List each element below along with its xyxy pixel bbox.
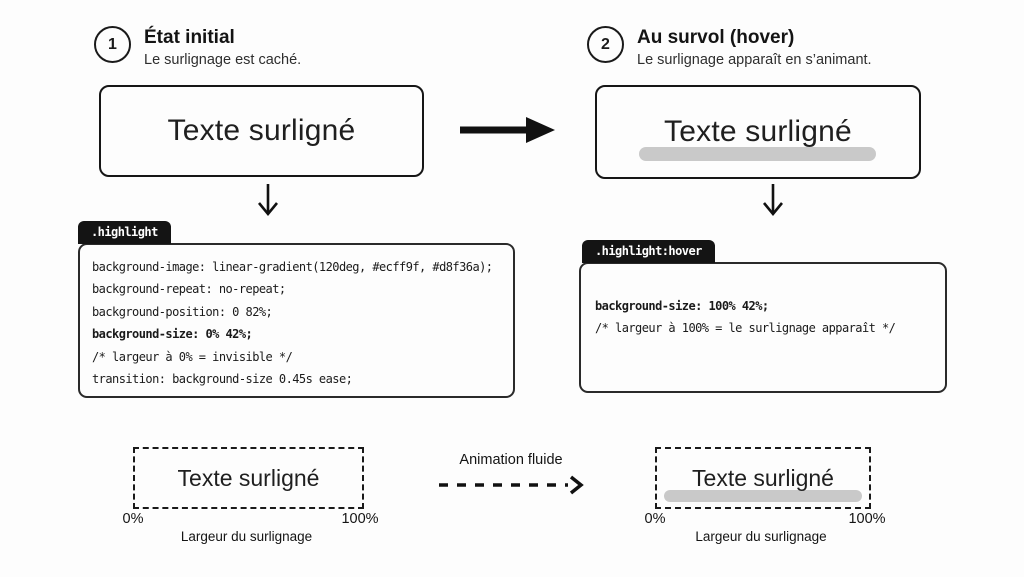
demo-text-initial: Texte surligné [167,114,356,147]
code-line: background-size: 0% 42%; [92,327,253,342]
code-line-comment: /* largeur à 100% = le surlignage appara… [595,321,896,336]
scale-caption: Largeur du surlignage [180,529,313,544]
step-2-number: 2 [601,35,610,53]
scale-box-start: Texte surligné [133,447,364,509]
step-1-texts: État initial Le surlignage est caché. [144,26,301,70]
step-1-header: 1 État initial Le surlignage est caché. [94,26,301,70]
step-1-number: 1 [108,35,117,53]
step-1-number-badge: 1 [94,26,131,63]
scale-max-label: 100% [341,511,379,527]
scale-box-end: Texte surligné [655,447,871,509]
arrow-down-icon [257,184,279,217]
step-1-subtitle: Le surlignage est caché. [144,52,302,68]
code-line: background-position: 0 82%; [92,304,273,319]
code-line: background-repeat: no-repeat; [92,282,286,297]
demo-box-initial: Texte surligné [99,85,424,177]
highlight-bar [639,147,876,161]
scale-text-end: Texte surligné [692,464,834,491]
step-2-title: Au survol (hover) [637,27,795,48]
arrow-down-icon [762,184,784,217]
code-body-highlight-hover: background-size: 100% 42%; /* largeur à … [579,262,947,393]
scale-min-label: 0% [644,511,666,527]
highlight-bar [664,490,862,502]
animation-label: Animation fluide [459,452,563,468]
demo-text-hover: Texte surligné [664,115,852,148]
code-tab-highlight: .highlight [78,221,171,244]
code-line: transition: background-size 0.45s ease; [92,372,353,387]
step-2-number-badge: 2 [587,26,624,63]
demo-box-hover: Texte surligné [595,85,921,179]
scale-caption: Largeur du surlignage [695,529,827,544]
arrow-right-icon [460,117,555,143]
code-body-highlight: background-image: linear-gradient(120deg… [78,243,515,398]
code-tab-highlight-hover: .highlight:hover [582,240,715,263]
scale-min-label: 0% [122,511,144,527]
scale-max-label: 100% [848,511,886,527]
code-line-comment: /* largeur à 0% = invisible */ [92,349,293,364]
scale-text-start: Texte surligné [177,464,320,491]
step-2-texts: Au survol (hover) Le surlignage apparaît… [637,26,872,70]
code-line: background-image: linear-gradient(120deg… [92,260,493,274]
step-2-header: 2 Au survol (hover) Le surlignage appara… [587,26,872,70]
step-1-title: État initial [144,27,235,48]
step-2-subtitle: Le surlignage apparaît en s’animant. [637,52,872,68]
dashed-arrow-icon [439,475,584,495]
code-line: background-size: 100% 42%; [595,299,769,313]
